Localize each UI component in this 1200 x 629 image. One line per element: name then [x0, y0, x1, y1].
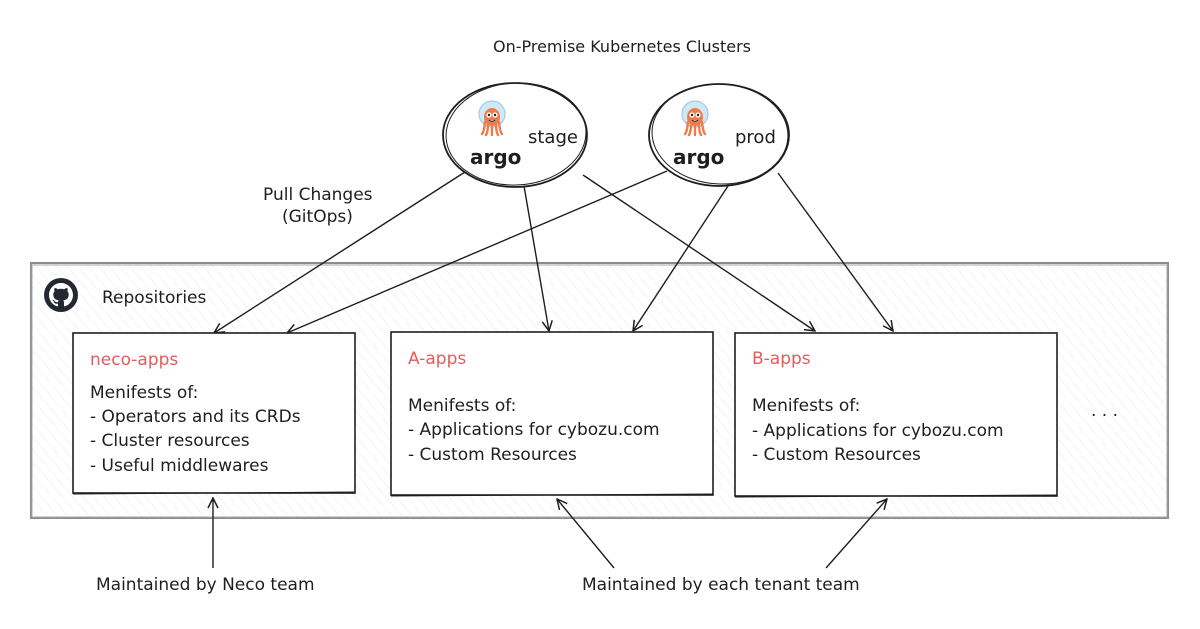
sync-arrows: [214, 170, 893, 333]
tenant-team-annotation: Maintained by each tenant team: [582, 575, 860, 595]
repo-heading: Menifests of:: [752, 396, 860, 416]
neco-team-annotation: Maintained by Neco team: [96, 575, 315, 595]
pull-changes-label: Pull Changes: [263, 185, 373, 205]
github-icon: [44, 278, 78, 312]
repo-line: - Cluster resources: [90, 431, 250, 451]
cluster-name-prod: prod: [735, 127, 776, 148]
arrow-prod-to-b-apps: [777, 172, 893, 331]
repo-name: A-apps: [408, 349, 466, 369]
arrow-stage-to-b-apps: [582, 174, 815, 331]
repo-name: B-apps: [752, 349, 811, 369]
gitops-label: (GitOps): [282, 207, 353, 227]
arrow-stage-to-a-apps: [523, 185, 549, 331]
argo-logo-text-stage: argo: [470, 145, 521, 169]
arrow-prod-to-a-apps: [633, 185, 729, 331]
repo-name: neco-apps: [90, 350, 178, 370]
repo-card-a-apps[interactable]: A-apps Menifests of: - Applications for …: [390, 331, 714, 497]
repo-card-neco-apps[interactable]: neco-apps Menifests of: - Operators and …: [72, 332, 356, 495]
arrow-tenant-team-to-b-apps: [825, 499, 887, 569]
arrow-stage-to-neco-apps: [214, 171, 466, 333]
cluster-prod[interactable]: argo prod: [648, 81, 791, 188]
arrow-tenant-team-to-a-apps: [557, 499, 615, 569]
maintainer-arrows: [213, 498, 887, 569]
more-repos-ellipsis: . . .: [1091, 401, 1118, 421]
repo-line: - Useful middlewares: [90, 456, 269, 476]
repo-line: - Operators and its CRDs: [90, 407, 301, 427]
repo-line: - Custom Resources: [408, 445, 577, 465]
repo-heading: Menifests of:: [408, 396, 516, 416]
argo-octopus-icon: [478, 100, 506, 137]
cluster-stage[interactable]: argo stage: [442, 79, 589, 188]
argo-logo-text-prod: argo: [673, 145, 724, 169]
repo-line: - Custom Resources: [752, 445, 921, 465]
clusters-title: On-Premise Kubernetes Clusters: [493, 37, 751, 56]
cluster-name-stage: stage: [528, 127, 578, 148]
repo-line: - Applications for cybozu.com: [752, 421, 1004, 441]
repo-line: - Applications for cybozu.com: [408, 420, 660, 440]
argo-octopus-icon: [681, 100, 709, 137]
repo-heading: Menifests of:: [90, 383, 198, 403]
repo-card-b-apps[interactable]: B-apps Menifests of: - Applications for …: [734, 332, 1058, 498]
arrow-prod-to-neco-apps: [287, 170, 668, 333]
repositories-label: Repositories: [102, 288, 207, 308]
